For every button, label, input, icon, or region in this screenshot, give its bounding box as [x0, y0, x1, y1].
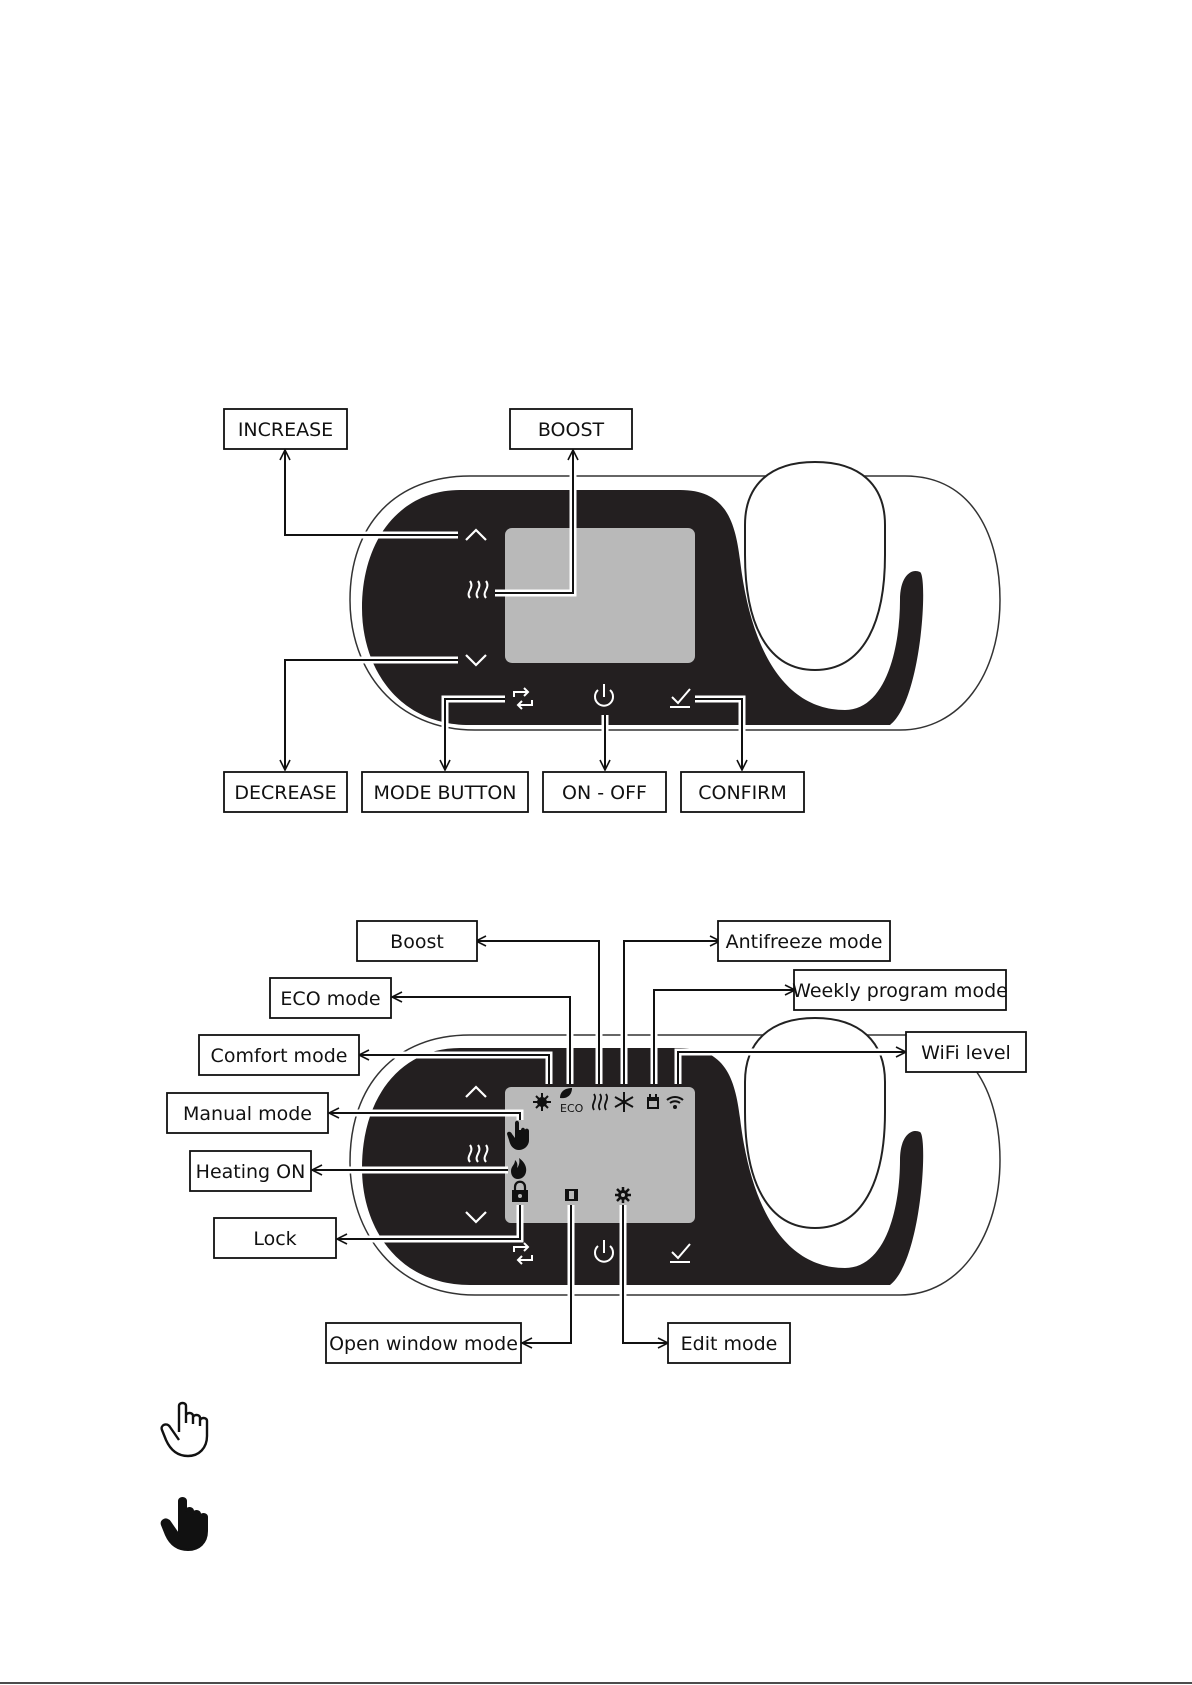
label-increase: INCREASE [224, 409, 347, 449]
svg-text:Open window mode: Open window mode [329, 1333, 518, 1355]
svg-text:BOOST: BOOST [538, 419, 605, 441]
svg-text:Edit mode: Edit mode [681, 1333, 778, 1355]
label-lock: Lock [214, 1218, 336, 1258]
svg-text:WiFi level: WiFi level [921, 1042, 1011, 1064]
label-weekly-program-mode: Weekly program mode [792, 970, 1008, 1010]
edit-gear-icon [615, 1187, 631, 1203]
open-window-icon [565, 1189, 578, 1201]
svg-text:ON - OFF: ON - OFF [562, 782, 647, 804]
svg-text:Antifreeze mode: Antifreeze mode [726, 931, 883, 953]
label-confirm: CONFIRM [681, 772, 804, 812]
svg-text:INCREASE: INCREASE [238, 419, 333, 441]
svg-text:Heating ON: Heating ON [196, 1161, 306, 1183]
svg-text:Lock: Lock [253, 1228, 296, 1250]
svg-text:Boost: Boost [390, 931, 444, 953]
label-decrease: DECREASE [224, 772, 347, 812]
hand-outline-icon [162, 1403, 207, 1456]
label-open-window-mode: Open window mode [326, 1323, 521, 1363]
label-eco-mode: ECO mode [270, 978, 391, 1018]
label-wifi-level: WiFi level [906, 1032, 1026, 1072]
label-mode-button: MODE BUTTON [362, 772, 528, 812]
bottom-device-diagram: ECO [167, 921, 1026, 1363]
label-manual-mode: Manual mode [167, 1093, 328, 1133]
svg-text:Weekly program mode: Weekly program mode [792, 980, 1008, 1002]
label-comfort-mode: Comfort mode [199, 1035, 359, 1075]
svg-text:MODE BUTTON: MODE BUTTON [373, 782, 516, 804]
label-antifreeze-mode: Antifreeze mode [718, 921, 890, 961]
label-boost: Boost [357, 921, 477, 961]
svg-text:Comfort mode: Comfort mode [211, 1045, 348, 1067]
label-edit-mode: Edit mode [668, 1323, 790, 1363]
svg-text:ECO: ECO [560, 1102, 584, 1115]
device-body-top [350, 462, 1000, 730]
label-on-off: ON - OFF [543, 772, 666, 812]
svg-text:CONFIRM: CONFIRM [698, 782, 787, 804]
svg-text:ECO mode: ECO mode [280, 988, 380, 1010]
svg-text:DECREASE: DECREASE [234, 782, 336, 804]
svg-text:Manual mode: Manual mode [183, 1103, 312, 1125]
top-device-diagram: INCREASE BOOST DECREASE MODE BUTTON ON -… [224, 409, 1000, 812]
hand-filled-icon [162, 1498, 207, 1550]
label-boost-top: BOOST [510, 409, 632, 449]
label-heating-on: Heating ON [190, 1151, 311, 1191]
